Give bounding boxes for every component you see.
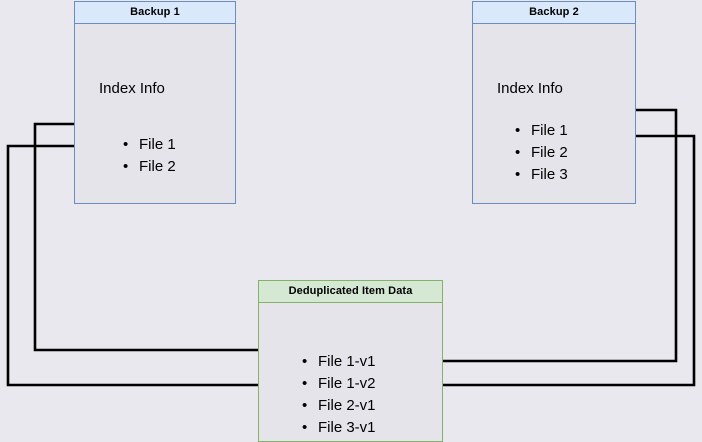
backup-1-file-list: File 1 File 2 (123, 134, 176, 178)
list-item: File 1 (123, 134, 176, 156)
backup-1-header: Backup 1 (75, 2, 235, 24)
backup-2-header: Backup 2 (473, 2, 635, 24)
edge-backup2-file2-to-file2v1 (391, 134, 696, 389)
list-item: File 2 (123, 156, 176, 178)
edge-backup1-file2-to-file2v1 (6, 144, 301, 389)
list-item: File 3-v1 (302, 417, 376, 439)
dedup-file-list: File 1-v1 File 1-v2 File 2-v1 File 3-v1 (302, 351, 376, 439)
node-backup-1[interactable]: Backup 1 Index Info File 1 File 2 (74, 1, 236, 204)
node-deduplicated-item-data[interactable]: Deduplicated Item Data File 1-v1 File 1-… (258, 280, 443, 442)
backup-2-file-list: File 1 File 2 File 3 (515, 120, 568, 186)
backup-1-body: Index Info File 1 File 2 (75, 24, 235, 203)
backup-2-body: Index Info File 1 File 2 File 3 (473, 24, 635, 203)
list-item: File 2-v1 (302, 395, 376, 417)
list-item: File 1-v1 (302, 351, 376, 373)
list-item: File 1-v2 (302, 373, 376, 395)
list-item: File 2 (515, 142, 568, 164)
backup-1-subtitle: Index Info (99, 80, 165, 97)
backup-2-subtitle: Index Info (497, 80, 563, 97)
dedup-body: File 1-v1 File 1-v2 File 2-v1 File 3-v1 (259, 303, 442, 441)
node-backup-2[interactable]: Backup 2 Index Info File 1 File 2 File 3 (472, 1, 636, 204)
dedup-header: Deduplicated Item Data (259, 281, 442, 303)
list-item: File 1 (515, 120, 568, 142)
list-item: File 3 (515, 164, 568, 186)
